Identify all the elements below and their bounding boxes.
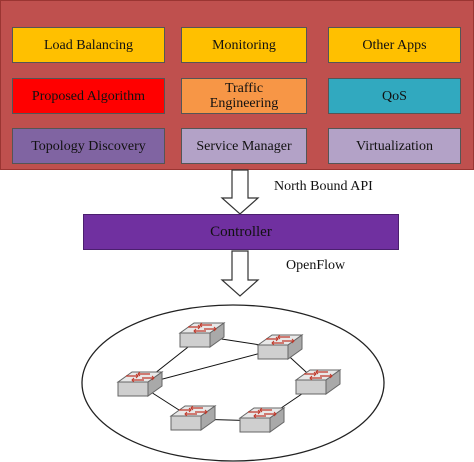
northbound-api-label: North Bound API [274, 179, 373, 194]
application-layer-panel: Load Balancing Monitoring Other Apps Pro… [0, 0, 474, 170]
network-switch-icon[interactable] [238, 407, 286, 433]
network-boundary [81, 304, 385, 462]
network-link [139, 347, 281, 386]
app-proposed-algorithm[interactable]: Proposed Algorithm [12, 78, 165, 114]
app-topology-discovery[interactable]: Topology Discovery [12, 128, 165, 164]
app-traffic-engineering[interactable]: Traffic Engineering [181, 78, 307, 114]
flow-arrows [220, 169, 260, 297]
app-virtualization[interactable]: Virtualization [328, 128, 461, 164]
network-switch-icon[interactable] [178, 322, 226, 348]
app-service-manager[interactable]: Service Manager [181, 128, 307, 164]
northbound-arrow [220, 169, 260, 215]
app-qos[interactable]: QoS [328, 78, 461, 114]
network-switch-icon[interactable] [256, 334, 304, 360]
southbound-arrow [220, 250, 260, 297]
openflow-label: OpenFlow [286, 258, 346, 273]
controller-box[interactable]: Controller [83, 214, 399, 250]
app-other-apps[interactable]: Other Apps [328, 27, 461, 63]
app-monitoring[interactable]: Monitoring [181, 27, 307, 63]
app-load-balancing[interactable]: Load Balancing [12, 27, 165, 63]
network-switch-icon[interactable] [169, 405, 217, 431]
network-switch-icon[interactable] [116, 371, 164, 397]
network-switch-icon[interactable] [294, 369, 342, 395]
network-switches [116, 322, 342, 433]
